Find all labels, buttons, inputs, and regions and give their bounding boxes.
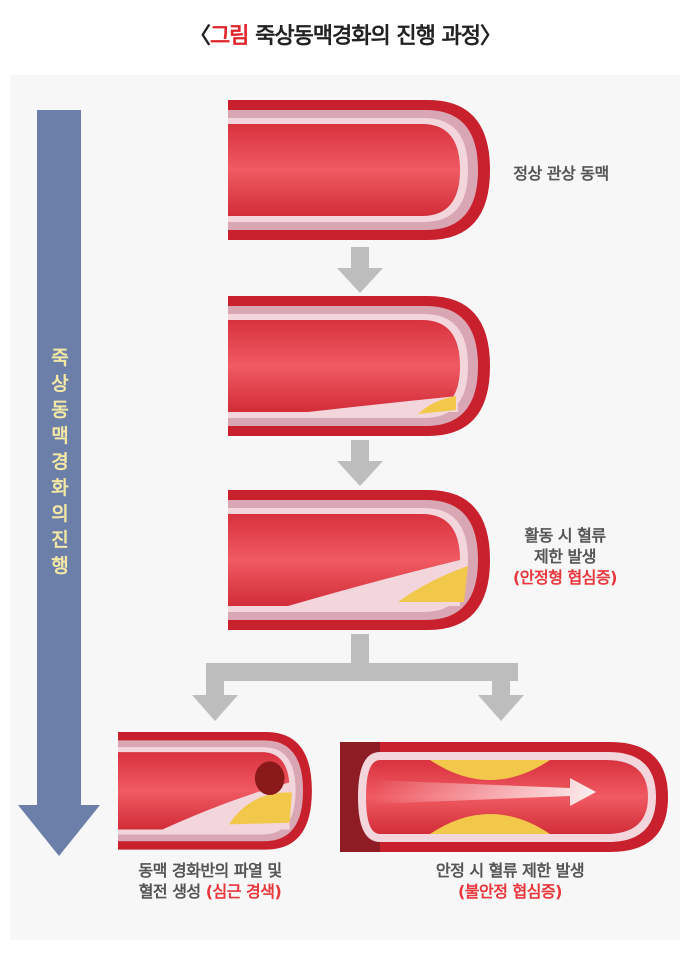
outcome-label-unstable: 안정 시 혈류 제한 발생 (불안정 협심증) bbox=[400, 860, 620, 902]
title-bracket: 〈 bbox=[188, 24, 211, 49]
label-line: 안정 시 혈류 제한 발생 bbox=[435, 861, 585, 880]
stage-label-stable: 활동 시 혈류 제한 발생 (안정형 협심증) bbox=[490, 525, 640, 588]
normal-artery bbox=[228, 100, 490, 240]
figure-title: 〈그림 죽상동맥경화의 진행 과정〉 bbox=[0, 18, 690, 50]
stage-label-normal: 정상 관상 동맥 bbox=[496, 163, 626, 184]
outcome-label-mi: 동맥 경화반의 파열 및 혈전 생성 (심근 경색) bbox=[100, 860, 320, 902]
label-line: 혈전 생성 bbox=[138, 882, 206, 901]
label-note: (심근 경색) bbox=[205, 882, 282, 901]
title-bracket: 〉 bbox=[480, 24, 502, 49]
progress-label: 죽상동맥경화의 진행 bbox=[51, 347, 69, 577]
label-text: 정상 관상 동맥 bbox=[513, 164, 609, 183]
stable-angina-artery bbox=[228, 490, 490, 630]
title-highlight: 그림 bbox=[209, 24, 249, 49]
branch-arrow-icon bbox=[192, 634, 524, 721]
unstable-angina-artery bbox=[340, 742, 668, 852]
label-line: 제한 발생 bbox=[534, 547, 596, 566]
early-plaque-artery bbox=[228, 296, 490, 436]
title-text: 죽상동맥경화의 진행 과정 bbox=[248, 24, 481, 49]
label-note: (안정형 협심증) bbox=[512, 568, 618, 587]
label-line: 활동 시 혈류 bbox=[524, 526, 606, 545]
down-arrow-icon bbox=[337, 247, 383, 486]
label-note: (불안정 협심증) bbox=[457, 882, 563, 901]
ruptured-plaque-artery bbox=[118, 732, 312, 850]
label-line: 동맥 경화반의 파열 및 bbox=[138, 861, 282, 880]
progress-arrow bbox=[18, 110, 100, 856]
